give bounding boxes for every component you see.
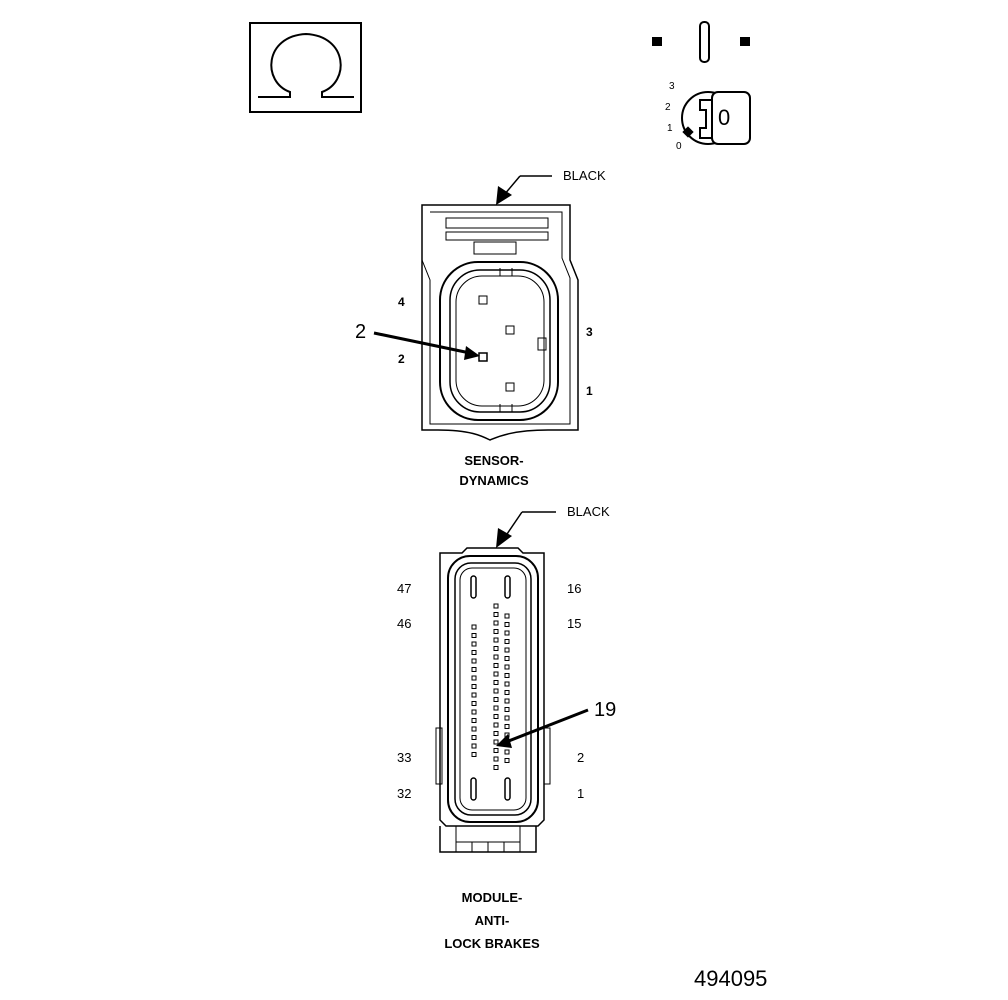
module-pin-cavity	[493, 697, 499, 702]
sensor-pin-label-4: 4	[398, 295, 405, 309]
sensor-color-leader	[496, 175, 552, 205]
module-pin-cavity	[504, 758, 510, 763]
module-pin-cavity	[504, 707, 510, 712]
module-pin-cavity	[504, 622, 510, 627]
module-pin-cavity	[471, 633, 477, 638]
module-pin-label-15: 15	[567, 616, 582, 631]
module-pin-cavity	[471, 684, 477, 689]
key-symbol: 0	[718, 105, 731, 130]
module-pin-cavity	[471, 735, 477, 740]
sensor-color-label: BLACK	[563, 168, 606, 183]
module-pin-cavity	[504, 639, 510, 644]
module-pin-cavity	[493, 654, 499, 660]
module-pin-cavity	[493, 663, 499, 668]
sensor-connector	[421, 204, 579, 441]
module-pin-grid	[471, 603, 510, 770]
module-pin-label-32: 32	[397, 786, 412, 801]
module-pin-cavity	[504, 749, 510, 755]
module-pin-cavity	[471, 718, 477, 723]
sensor-caption-line1: SENSOR-	[464, 453, 524, 468]
module-pin-label-1: 1	[577, 786, 585, 801]
module-pin-label-47: 47	[397, 581, 412, 596]
sensor-pin-label-3: 3	[586, 325, 593, 339]
module-pin-cavity	[504, 630, 510, 636]
module-pin-cavity	[493, 714, 499, 719]
module-pin-cavity	[504, 715, 510, 721]
module-pin-label-46: 46	[397, 616, 412, 631]
module-pin-cavity	[493, 688, 499, 694]
module-pin-cavity	[493, 671, 499, 677]
module-pin-cavity	[504, 698, 510, 704]
module-pin-cavity	[471, 743, 477, 749]
module-pin-cavity	[493, 731, 499, 736]
module-pin-cavity	[471, 667, 477, 672]
module-pin-cavity	[471, 641, 477, 647]
module-pin-cavity	[493, 603, 499, 609]
module-pin-cavity	[493, 765, 499, 770]
module-pin-cavity	[471, 658, 477, 664]
module-pin-cavity	[504, 724, 510, 729]
key-position-2: 2	[665, 102, 671, 113]
module-pin-cavity	[493, 612, 499, 617]
sensor-callout-arrow	[373, 331, 480, 360]
module-pin-label-33: 33	[397, 750, 412, 765]
module-caption-line2: ANTI-	[474, 913, 510, 928]
module-callout-arrow	[496, 708, 589, 748]
module-pin-cavity	[493, 629, 499, 634]
sensor-pin-label-1: 1	[586, 384, 593, 398]
module-pin-cavity	[471, 675, 477, 681]
module-pin-cavity	[504, 647, 510, 653]
module-pin-cavity	[504, 673, 510, 678]
module-pin-cavity	[504, 656, 510, 661]
module-pin-label-2: 2	[577, 750, 585, 765]
module-pin-cavity	[493, 646, 499, 651]
module-pin-label-16: 16	[567, 581, 582, 596]
module-pin-cavity	[471, 752, 477, 757]
module-caption-line3: LOCK BRAKES	[444, 936, 540, 951]
module-pin-cavity	[493, 620, 499, 626]
sensor-pin-label-2: 2	[398, 352, 405, 366]
module-pin-cavity	[471, 726, 477, 732]
module-pin-cavity	[471, 692, 477, 698]
module-pin-cavity	[493, 756, 499, 762]
module-pin-cavity	[504, 681, 510, 687]
module-pin-cavity	[493, 680, 499, 685]
ignition-switch-icon	[652, 21, 751, 145]
module-caption-line1: MODULE-	[461, 890, 523, 905]
module-color-leader	[496, 511, 556, 548]
module-pin-cavity	[504, 664, 510, 670]
module-pin-cavity	[504, 613, 510, 619]
omega-symbol-box	[249, 22, 362, 113]
module-pin-cavity	[493, 637, 499, 643]
module-pin-cavity	[493, 748, 499, 753]
module-pin-cavity	[493, 705, 499, 711]
figure-number: 494095	[694, 966, 768, 991]
key-position-3: 3	[669, 81, 675, 92]
module-color-label: BLACK	[567, 504, 610, 519]
module-pin-cavity	[471, 650, 477, 655]
sensor-callout-number: 2	[355, 321, 367, 343]
module-connector	[435, 547, 551, 853]
key-position-0: 0	[676, 141, 682, 152]
key-position-1: 1	[667, 123, 673, 134]
sensor-caption-line2: DYNAMICS	[459, 473, 529, 488]
module-callout-number: 19	[594, 699, 617, 721]
module-pin-cavity	[471, 624, 477, 630]
module-pin-cavity	[471, 701, 477, 706]
module-pin-cavity	[471, 709, 477, 715]
module-pin-cavity	[493, 722, 499, 728]
module-pin-cavity	[493, 739, 499, 745]
module-pin-cavity	[504, 690, 510, 695]
